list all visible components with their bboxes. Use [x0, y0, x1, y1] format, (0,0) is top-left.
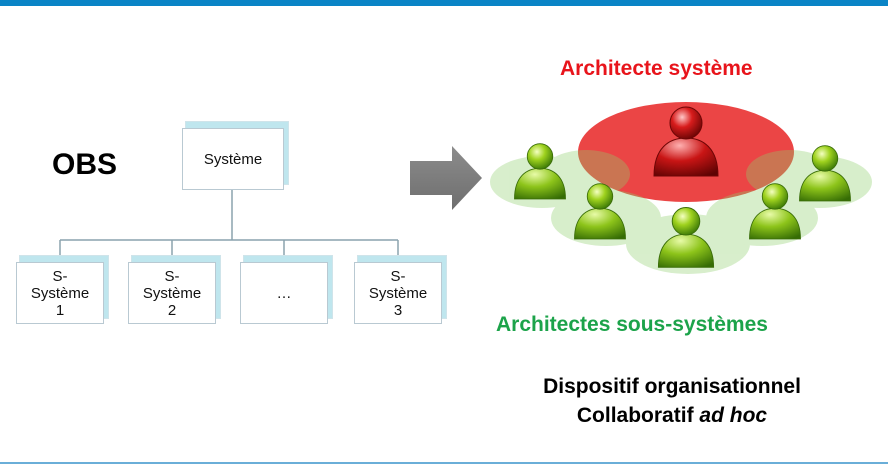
child-node-line: …: [276, 284, 292, 302]
caption-line-1: Dispositif organisationnel: [543, 375, 801, 398]
child-node-line: 2: [167, 301, 177, 319]
top-accent-bar: [0, 0, 888, 6]
child-node-s-systeme-1: S- Système 1: [16, 262, 104, 324]
child-node-s-systeme-2: S- Système 2: [128, 262, 216, 324]
child-node-line: 3: [393, 301, 403, 319]
organisation-caption: Dispositif organisationnel Collaboratif …: [492, 372, 852, 430]
caption-line-2-main: Collaboratif: [576, 404, 694, 427]
child-node-s-systeme-3: S- Système 3: [354, 262, 442, 324]
child-node-line: S-: [52, 267, 68, 285]
child-node-line: 1: [55, 301, 65, 319]
root-node-label: Système: [203, 150, 263, 168]
bottom-rule: [0, 462, 888, 464]
child-node-ellipsis: …: [240, 262, 328, 324]
child-node-line: S-: [164, 267, 180, 285]
architects-group-illustration: [490, 102, 872, 274]
child-node-line: Système: [30, 284, 90, 302]
obs-title: OBS: [52, 148, 118, 181]
root-node-systeme: Système: [182, 128, 284, 190]
caption-line-2: Collaboratif ad hoc: [492, 401, 852, 430]
child-node-line: S-: [390, 267, 406, 285]
right-arrow-icon: [410, 146, 482, 210]
caption-line-2-italic: ad hoc: [699, 404, 768, 427]
system-architect-label: Architecte système: [560, 57, 753, 80]
child-node-line: Système: [142, 284, 202, 302]
subsystem-architects-label: Architectes sous-systèmes: [496, 313, 768, 336]
child-node-line: Système: [368, 284, 428, 302]
